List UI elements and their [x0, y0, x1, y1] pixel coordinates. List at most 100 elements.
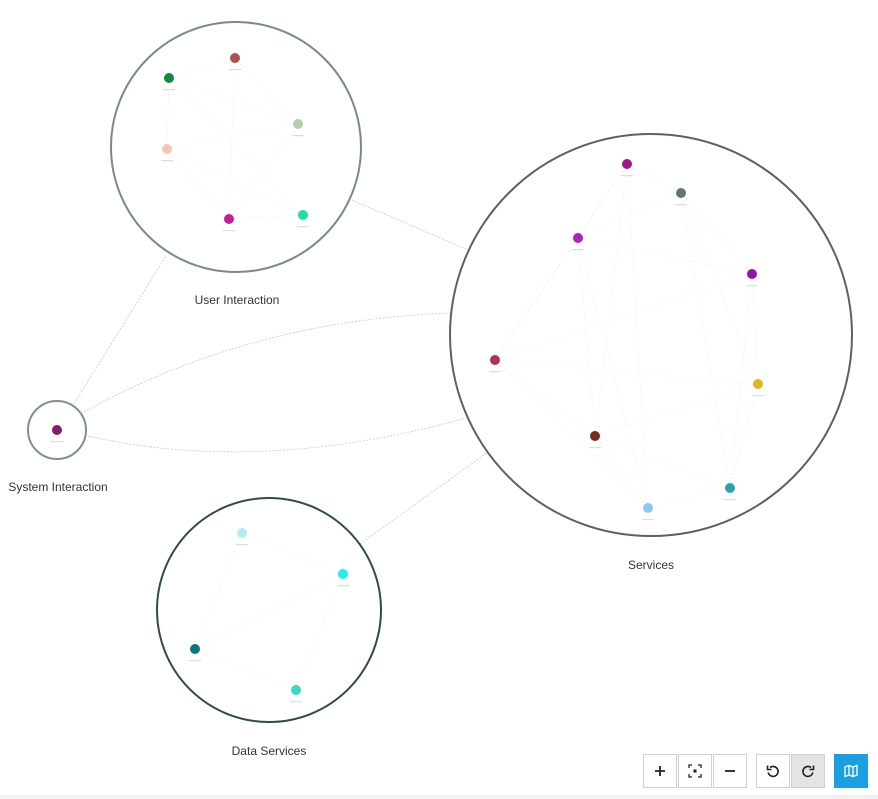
- zoom-out-button[interactable]: [713, 754, 747, 788]
- inner-edge-services: [680, 192, 753, 275]
- node-dot[interactable]: [291, 685, 301, 695]
- node-services[interactable]: [675, 188, 687, 206]
- inner-edge-services: [577, 163, 628, 239]
- inner-edge-services: [680, 192, 731, 489]
- edge-system-services-lower: [87, 417, 467, 453]
- node-data-services[interactable]: [189, 644, 201, 662]
- node-label-placeholder: [621, 175, 633, 177]
- groups-layer: [27, 21, 853, 723]
- group-circle-user-interaction[interactable]: [110, 21, 362, 273]
- zoom-in-button[interactable]: [643, 754, 677, 788]
- node-label-placeholder: [572, 249, 584, 251]
- inner-edge-user-interaction: [166, 77, 170, 150]
- inner-edge-user-interaction: [166, 148, 304, 216]
- node-dot[interactable]: [573, 233, 583, 243]
- node-label-placeholder: [223, 230, 235, 232]
- node-label-placeholder: [161, 160, 173, 162]
- inner-edge-services: [577, 237, 649, 509]
- group-circle-system-interaction[interactable]: [27, 400, 87, 460]
- node-user-interaction[interactable]: [229, 53, 241, 71]
- node-label-placeholder: [290, 701, 302, 703]
- node-services[interactable]: [752, 379, 764, 397]
- nodes-layer: [51, 53, 764, 703]
- plus-icon: [655, 766, 665, 776]
- inner-edge-user-interaction: [168, 77, 304, 216]
- edge-system-services-upper: [83, 312, 453, 413]
- node-dot[interactable]: [190, 644, 200, 654]
- redo-button[interactable]: [791, 754, 825, 788]
- inner-edge-services: [494, 359, 596, 437]
- node-services[interactable]: [724, 483, 736, 501]
- node-dot[interactable]: [622, 159, 632, 169]
- group-label-system-interaction: System Interaction: [8, 480, 107, 494]
- node-dot[interactable]: [237, 528, 247, 538]
- undo-button[interactable]: [756, 754, 790, 788]
- labels-layer: User Interaction Services System Interac…: [8, 293, 674, 758]
- node-user-interaction[interactable]: [163, 73, 175, 91]
- node-dot[interactable]: [747, 269, 757, 279]
- node-dot[interactable]: [52, 425, 62, 435]
- node-dot[interactable]: [230, 53, 240, 63]
- node-dot[interactable]: [162, 144, 172, 154]
- inner-edge-services: [594, 383, 759, 437]
- inner-edge-services: [626, 163, 649, 509]
- node-system-interaction[interactable]: [51, 425, 63, 443]
- inner-edge-services: [729, 273, 753, 489]
- node-services[interactable]: [621, 159, 633, 177]
- node-data-services[interactable]: [337, 569, 349, 587]
- inner-edge-data-services: [194, 573, 344, 650]
- redo-icon: [802, 765, 815, 778]
- inner-edge-services: [494, 359, 759, 385]
- minimap-button[interactable]: [834, 754, 868, 788]
- node-data-services[interactable]: [290, 685, 302, 703]
- group-circle-data-services[interactable]: [156, 497, 382, 723]
- node-label-placeholder: [51, 441, 63, 443]
- node-dot[interactable]: [590, 431, 600, 441]
- inner-edge-data-services: [194, 648, 297, 691]
- node-services[interactable]: [489, 355, 501, 373]
- inner-edge-user-interaction: [234, 57, 299, 125]
- node-user-interaction[interactable]: [223, 214, 235, 232]
- node-dot[interactable]: [753, 379, 763, 389]
- node-dot[interactable]: [338, 569, 348, 579]
- node-label-placeholder: [236, 544, 248, 546]
- node-dot[interactable]: [293, 119, 303, 129]
- edge-system-user-interaction: [71, 255, 167, 408]
- node-label-placeholder: [337, 585, 349, 587]
- inner-edge-data-services: [194, 532, 243, 650]
- node-user-interaction[interactable]: [292, 119, 304, 137]
- node-user-interaction[interactable]: [297, 210, 309, 228]
- node-dot[interactable]: [490, 355, 500, 365]
- node-label-placeholder: [675, 204, 687, 206]
- node-label-placeholder: [746, 285, 758, 287]
- node-dot[interactable]: [725, 483, 735, 493]
- inner-edge-services: [680, 192, 759, 385]
- node-dot[interactable]: [224, 214, 234, 224]
- node-data-services[interactable]: [236, 528, 248, 546]
- node-label-placeholder: [589, 447, 601, 449]
- minus-icon: [725, 770, 735, 772]
- inner-edge-user-interaction: [166, 148, 230, 220]
- node-services[interactable]: [572, 233, 584, 251]
- node-user-interaction[interactable]: [161, 144, 173, 162]
- node-label-placeholder: [163, 89, 175, 91]
- map-icon: [844, 764, 858, 778]
- node-dot[interactable]: [676, 188, 686, 198]
- inner-edge-services: [594, 435, 731, 489]
- node-dot[interactable]: [164, 73, 174, 83]
- inner-edge-user-interaction: [228, 214, 304, 220]
- fit-view-button[interactable]: [678, 754, 712, 788]
- node-dot[interactable]: [643, 503, 653, 513]
- focus-icon: [688, 764, 702, 778]
- node-label-placeholder: [189, 660, 201, 662]
- node-services[interactable]: [642, 503, 654, 521]
- node-services[interactable]: [746, 269, 758, 287]
- node-dot[interactable]: [298, 210, 308, 220]
- inner-edge-data-services: [295, 573, 344, 691]
- edges-layer: [71, 57, 759, 691]
- node-label-placeholder: [297, 226, 309, 228]
- undo-icon: [766, 765, 779, 778]
- node-services[interactable]: [589, 431, 601, 449]
- group-circle-services[interactable]: [449, 133, 853, 537]
